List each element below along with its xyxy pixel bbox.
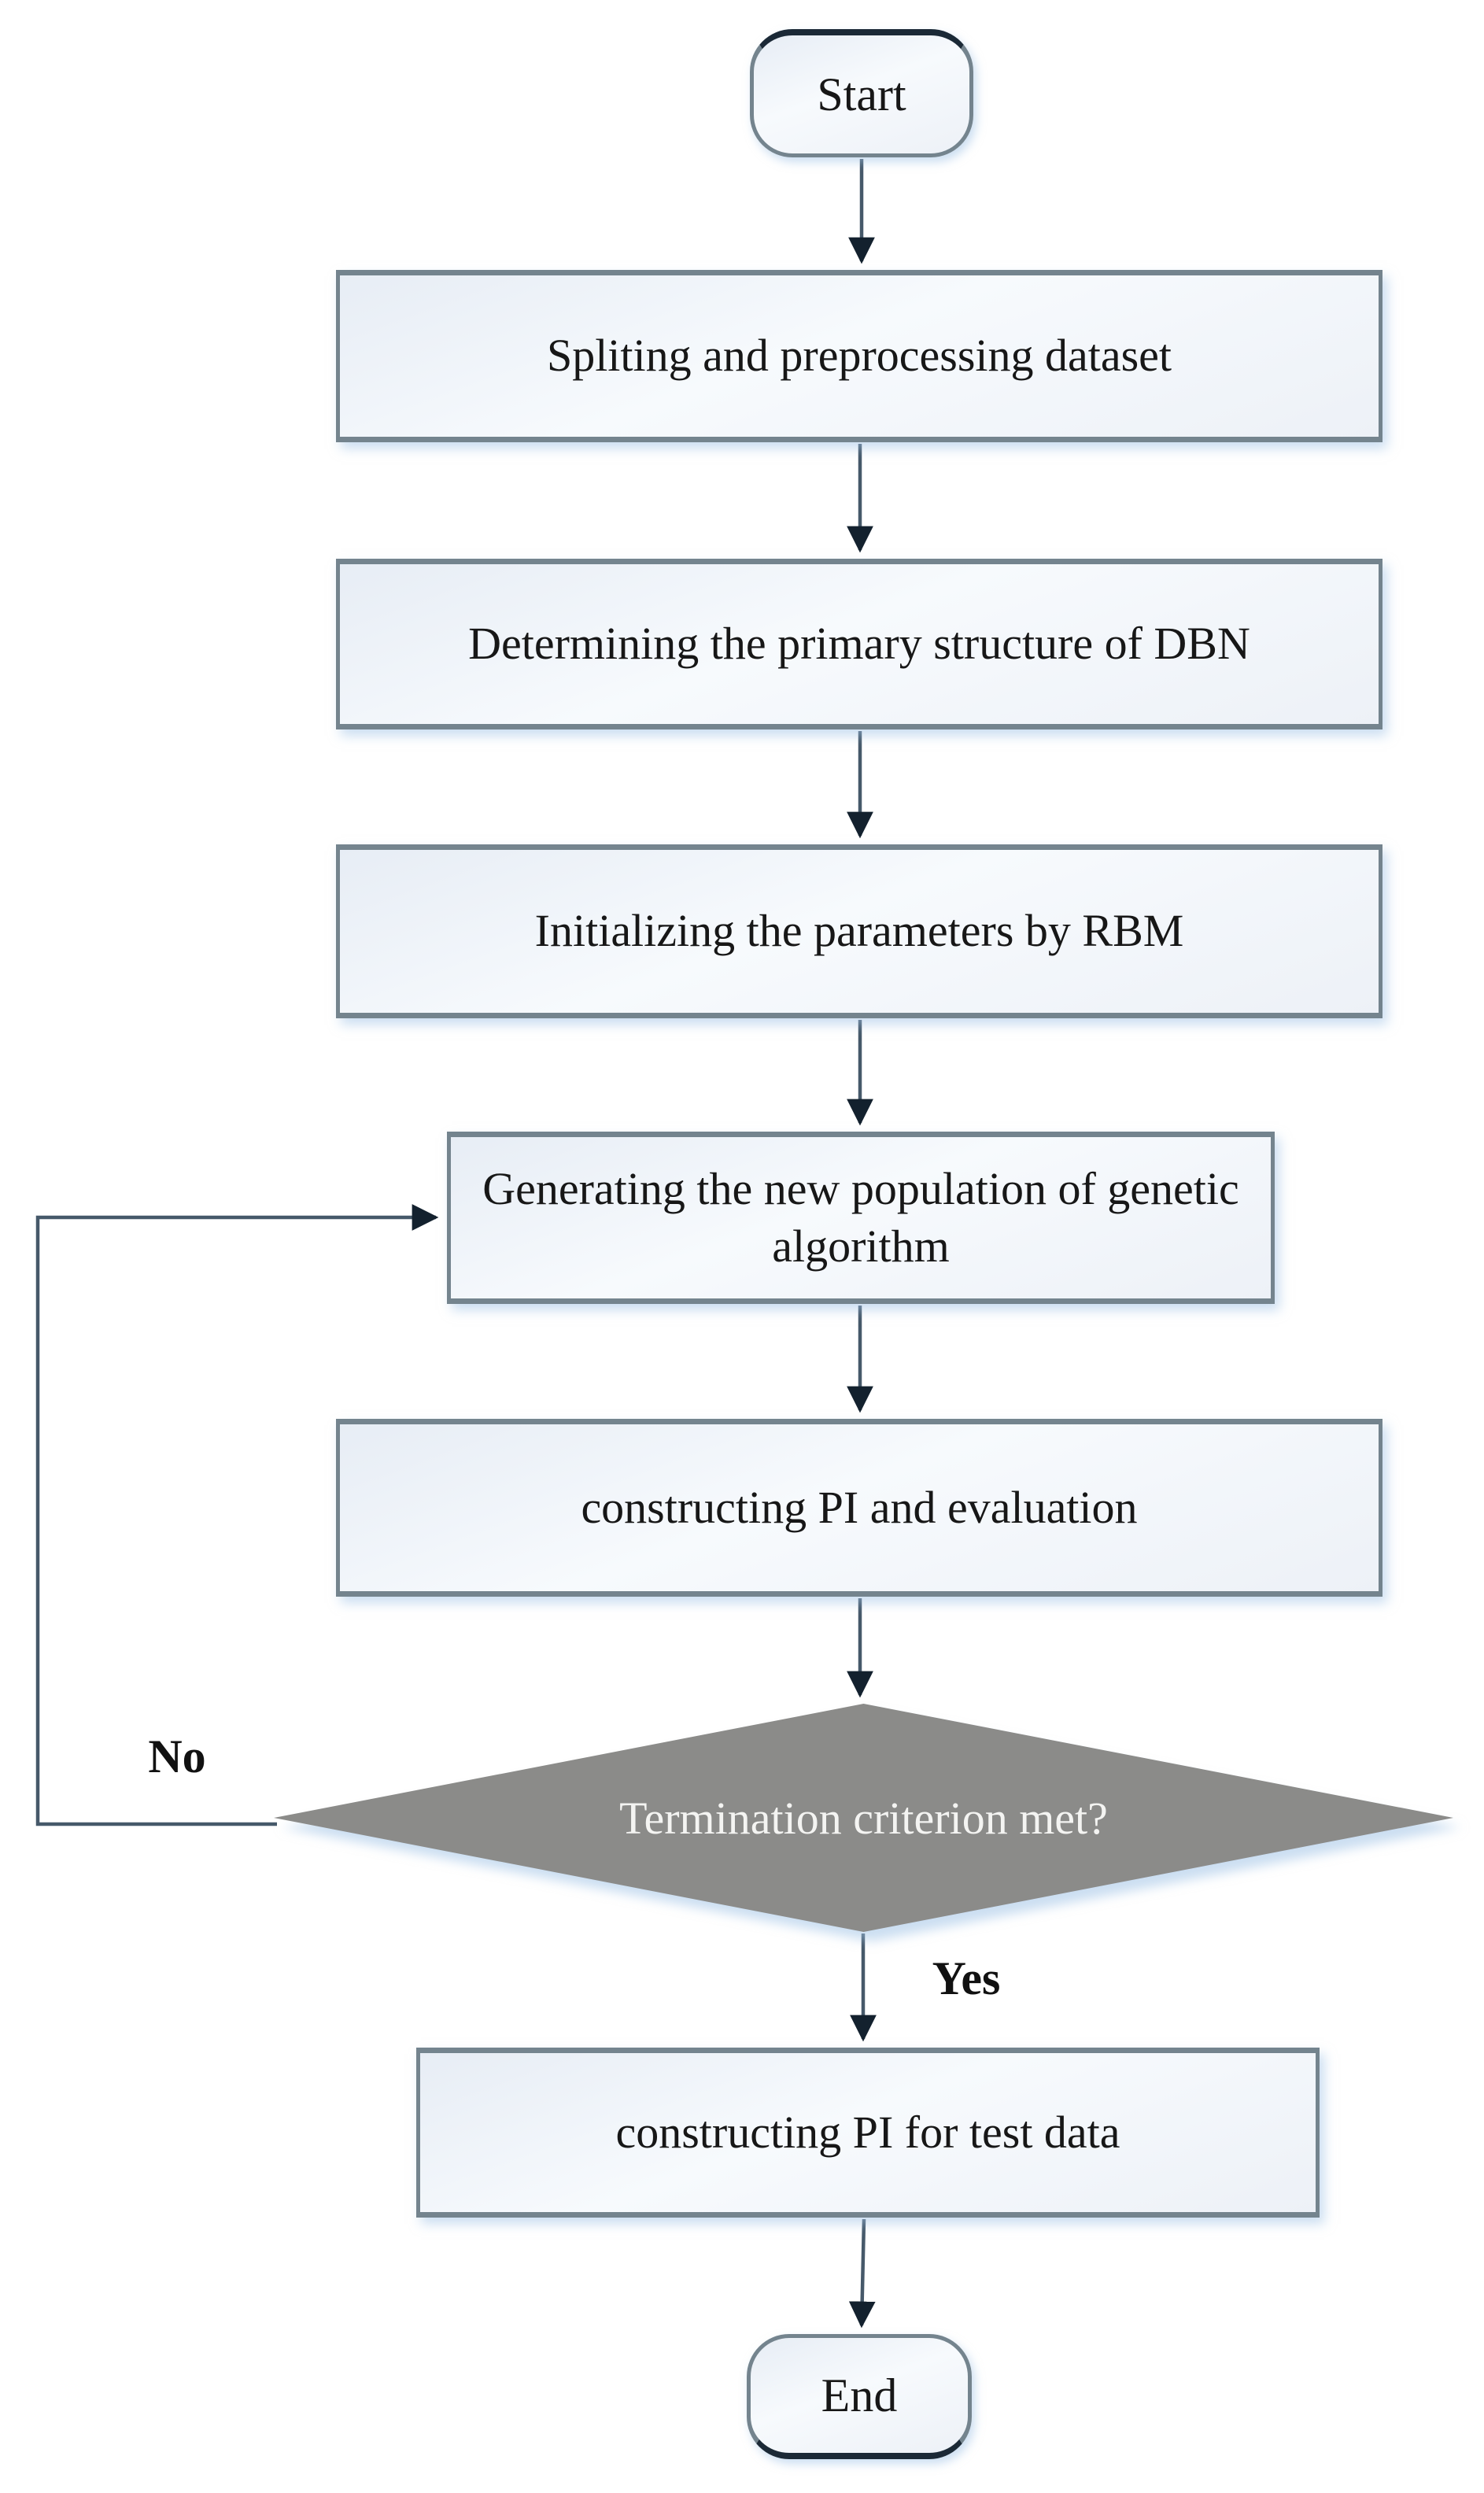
process-node-generate: Generating the new population of genetic… [447,1132,1275,1304]
process-node-generate-label: Generating the new population of genetic… [482,1163,1239,1272]
process-node-initialize-label: Initializing the parameters by RBM [534,905,1184,957]
start-node-label: Start [817,68,906,120]
start-node: Start [750,29,973,157]
decision-node: Termination criterion met? [274,1704,1453,1932]
decision-node-wrap: Termination criterion met? [274,1704,1453,1932]
process-node-construct-eval: constructing PI and evaluation [336,1419,1382,1597]
process-node-construct-test: constructing PI for test data [416,2048,1320,2218]
end-node-label: End [821,2369,898,2421]
process-node-initialize: Initializing the parameters by RBM [336,844,1382,1018]
decision-node-label: Termination criterion met? [619,1792,1108,1844]
process-node-structure: Determining the primary structure of DBN [336,559,1382,729]
process-node-preprocess-label: Spliting and preprocessing dataset [546,330,1172,382]
edge-label-yes: Yes [932,1952,1001,2004]
process-node-construct-test-label: constructing PI for test data [615,2106,1120,2158]
edge-construct-test-to-end [848,2218,876,2329]
process-node-construct-eval-label: constructing PI and evaluation [581,1481,1138,1533]
process-node-preprocess: Spliting and preprocessing dataset [336,270,1382,442]
end-node: End [747,2334,972,2459]
process-node-structure-label: Determining the primary structure of DBN [468,618,1250,670]
edge-label-no: No [148,1730,206,1782]
edge-decision-no-loop [35,1204,439,1826]
